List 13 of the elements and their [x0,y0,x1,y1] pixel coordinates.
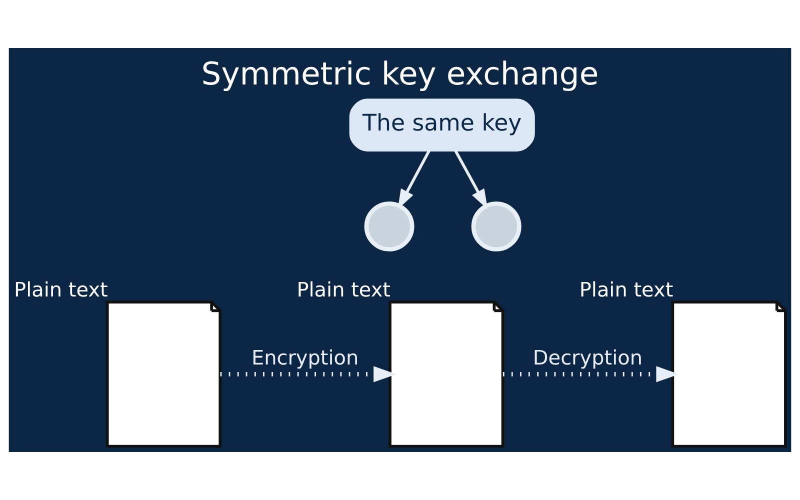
node-label: Plain text [579,278,674,302]
arrow [398,150,430,210]
node-key [471,201,522,252]
edge-label: Decryption [532,345,643,370]
arrow [502,366,680,382]
node-key [364,201,414,252]
node-label: Plain text [14,278,108,302]
arrow [220,366,396,382]
edge-label: Encryption [251,345,359,370]
node-box: The same key [349,98,535,152]
node-label: Plain text [296,278,391,302]
arrow [454,150,488,210]
diagram-title: Symmetric key exchange [201,56,599,93]
